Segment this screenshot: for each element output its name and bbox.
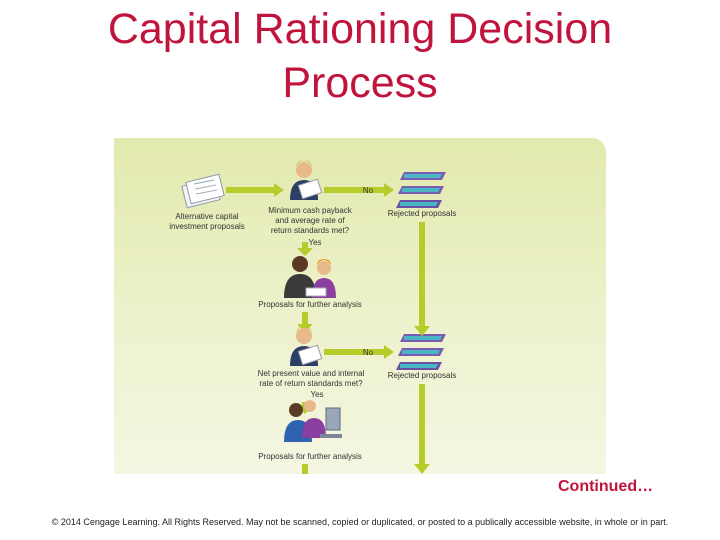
- question-1-line1: Minimum cash payback: [258, 206, 362, 216]
- input-label: Alternative capital investment proposals: [162, 212, 252, 232]
- rejected-down-arrow-1: [414, 222, 430, 336]
- slide-title-line2: Process: [0, 56, 720, 110]
- rejected-down-arrow-2: [414, 384, 430, 474]
- question-1: Minimum cash payback and average rate of…: [258, 206, 362, 236]
- question-1-line3: return standards met?: [258, 226, 362, 236]
- rejected-label-1: Rejected proposals: [382, 209, 462, 219]
- input-label-line2: investment proposals: [162, 222, 252, 232]
- documents-icon: [182, 174, 224, 208]
- no-label-2: No: [358, 348, 378, 358]
- continued-label: Continued…: [558, 478, 653, 496]
- no-label-1: No: [358, 186, 378, 196]
- yes-label-1: Yes: [306, 238, 324, 248]
- input-label-line1: Alternative capital: [162, 212, 252, 222]
- rejected-tray-1-icon: [396, 172, 446, 208]
- analysts-computer-icon: [284, 400, 342, 442]
- question-1-line2: and average rate of: [258, 216, 362, 226]
- result-label-2: Proposals for further analysis: [250, 452, 370, 462]
- result-label-1: Proposals for further analysis: [250, 300, 370, 310]
- reviewer-2-icon: [290, 326, 322, 366]
- arrow-to-review-1: [226, 183, 284, 197]
- rejected-tray-2-icon: [396, 334, 446, 370]
- question-2: Net present value and internal rate of r…: [252, 369, 370, 389]
- rejected-label-2: Rejected proposals: [382, 371, 462, 381]
- question-2-line1: Net present value and internal: [252, 369, 370, 379]
- slide-title-line1: Capital Rationing Decision: [0, 2, 720, 56]
- reviewer-1-icon: [290, 160, 322, 200]
- analysts-1-icon: [284, 256, 336, 298]
- slide-title: Capital Rationing Decision Process: [0, 2, 720, 110]
- question-2-line2: rate of return standards met?: [252, 379, 370, 389]
- result-down-arrow: [302, 464, 308, 474]
- copyright-footer: © 2014 Cengage Learning. All Rights Rese…: [0, 517, 720, 527]
- yes-label-2: Yes: [308, 390, 326, 400]
- decision-process-diagram: Alternative capital investment proposals…: [114, 138, 606, 474]
